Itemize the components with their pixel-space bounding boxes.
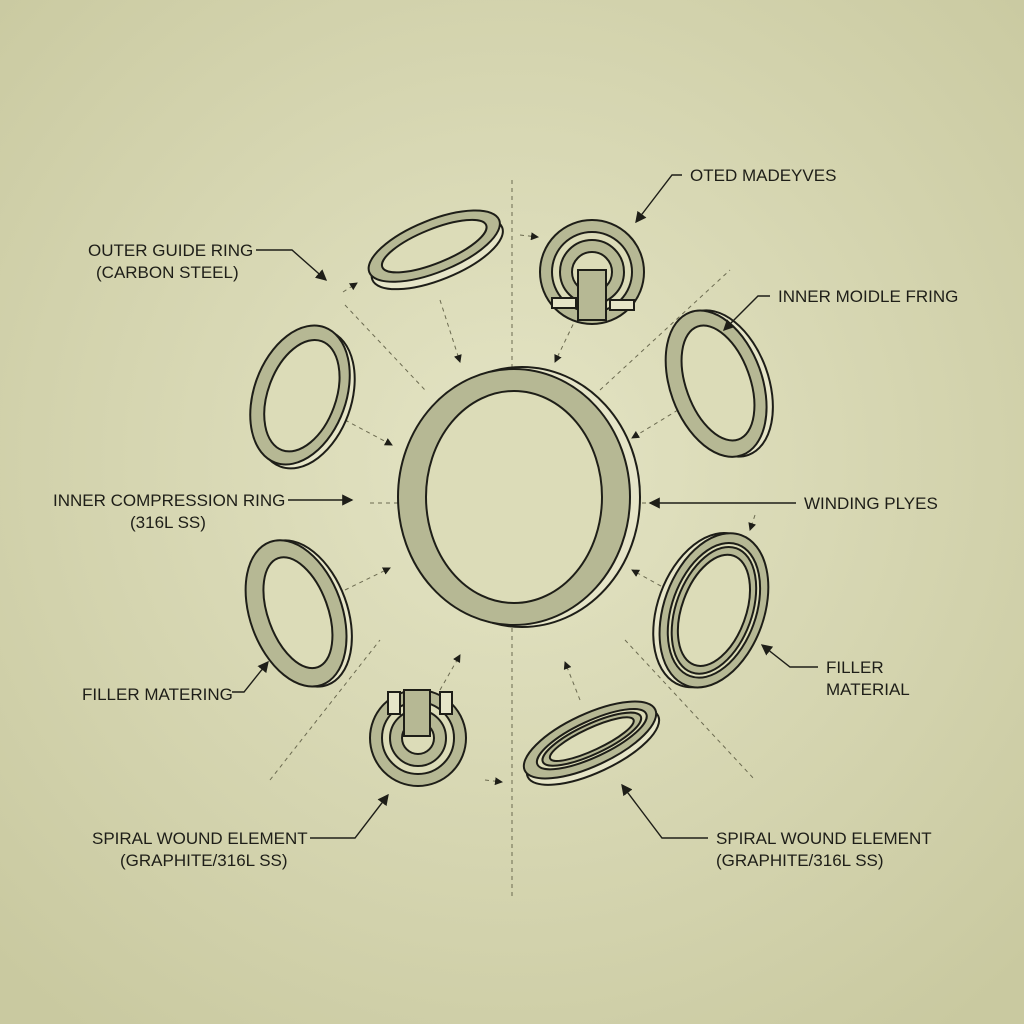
label-spiral-wound-right-material: (GRAPHITE/316L SS)	[716, 851, 884, 870]
label-winding-plyes: WINDING PLYES	[804, 494, 938, 513]
label-spiral-wound-left: SPIRAL WOUND ELEMENT	[92, 829, 308, 848]
label-spiral-wound-left-material: (GRAPHITE/316L SS)	[120, 851, 288, 870]
leader-lines	[232, 174, 818, 839]
filler-ring-left-part	[244, 539, 353, 688]
label-filler: FILLER	[826, 658, 884, 677]
label-filler-matering: FILLER MATERING	[82, 685, 233, 704]
label-inner-moidle-fring: INNER MOIDLE FRING	[778, 287, 958, 306]
label-inner-compression-ring: INNER COMPRESSION RING	[53, 491, 285, 510]
spiral-element-top-part	[539, 219, 645, 325]
label-oted-madeyves: OTED MADEYVES	[690, 166, 836, 185]
label-spiral-wound-right: SPIRAL WOUND ELEMENT	[716, 829, 932, 848]
spiral-ring-bottom-part	[522, 700, 661, 786]
label-outer-guide-ring-material: (CARBON STEEL)	[96, 263, 239, 282]
central-gasket-ring	[397, 366, 641, 628]
spiral-element-bottom-part	[369, 689, 467, 787]
outer-guide-ring-part	[367, 209, 504, 291]
label-filler-material: MATERIAL	[826, 680, 910, 699]
filler-ring-right-part	[652, 532, 770, 689]
inner-compression-ring-part	[249, 324, 356, 470]
label-inner-compression-ring-material: (316L SS)	[130, 513, 206, 532]
inner-middle-ring-part	[664, 309, 774, 458]
label-outer-guide-ring: OUTER GUIDE RING	[88, 241, 253, 260]
